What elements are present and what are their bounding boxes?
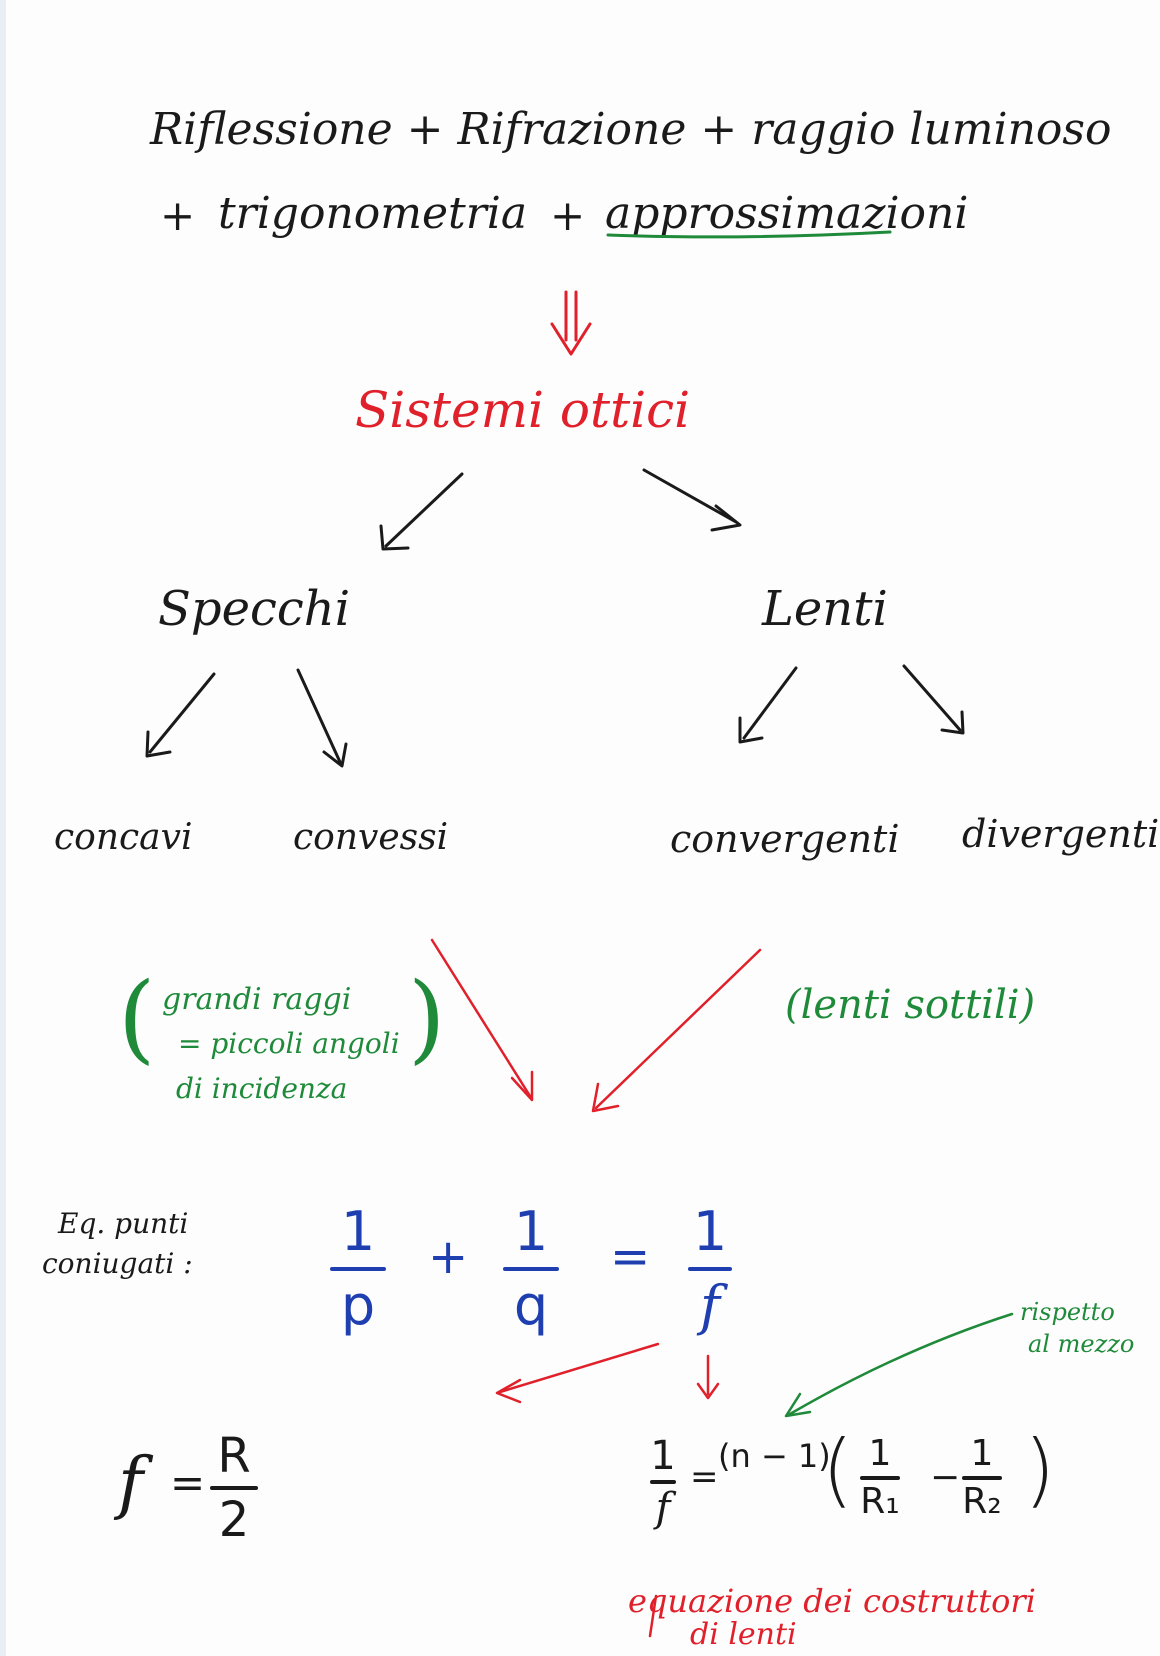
lens-formula-lhs-fraction: 1 f <box>650 1436 676 1528</box>
fraction-bar <box>650 1480 676 1484</box>
lens-formula-paren-open: ( <box>822 1423 854 1516</box>
fraction-denominator: p <box>340 1274 376 1337</box>
note-mirror-line-2: = piccoli angoli <box>178 1027 400 1060</box>
header-trigonometry: trigonometria <box>218 188 528 239</box>
fraction-denominator: f <box>655 1485 671 1531</box>
fraction-numerator: 1 <box>650 1433 676 1479</box>
note-mirror-line-1: grandi raggi <box>162 982 352 1017</box>
note-makers-line-2: di lenti <box>690 1617 797 1652</box>
fraction-bar <box>330 1267 386 1271</box>
arrow-to-mirrors <box>379 472 464 551</box>
note-mirror-paren-close: ) <box>408 962 446 1074</box>
page-edge <box>0 0 22 1656</box>
mirror-formula-fraction: R 2 <box>210 1432 258 1544</box>
mirror-formula-lhs: f <box>118 1444 144 1523</box>
note-thin-lenses: (lenti sottili) <box>785 982 1036 1028</box>
fraction-bar <box>962 1476 1002 1480</box>
leaf-converging: convergenti <box>670 817 900 861</box>
fraction-denominator: 2 <box>218 1492 250 1548</box>
header-plus-2: + <box>550 191 586 240</box>
arrow-to-converging <box>738 666 798 744</box>
fraction-bar <box>210 1486 258 1490</box>
note-medium-line-2: al mezzo <box>1028 1330 1135 1358</box>
leaf-concave: concavi <box>54 817 193 858</box>
arrow-equation-to-lens-formula <box>696 1354 720 1400</box>
note-medium-line-1: rispetto <box>1020 1298 1115 1326</box>
lens-formula-paren-close: ) <box>1024 1423 1056 1516</box>
fraction-numerator: 1 <box>340 1200 376 1263</box>
header-approximations: approssimazioni <box>605 188 969 239</box>
note-mirror-paren-open: ( <box>118 962 156 1074</box>
note-mirror-line-3: di incidenza <box>176 1072 348 1105</box>
header-plus-1: + <box>160 191 196 240</box>
arrow-equation-to-mirror-formula <box>495 1342 660 1404</box>
lens-formula-fraction-r1: 1 R₁ <box>860 1436 900 1520</box>
leaf-diverging: divergenti <box>962 812 1160 856</box>
arrow-medium-note <box>784 1312 1014 1418</box>
leaf-convex: convessi <box>293 817 449 858</box>
fraction-numerator: 1 <box>692 1200 728 1263</box>
arrow-lenses-to-equation <box>591 948 762 1113</box>
fraction-numerator: R <box>217 1428 251 1484</box>
makers-note-bracket <box>648 1594 658 1638</box>
fraction-bar <box>860 1476 900 1480</box>
arrow-to-diverging <box>902 664 965 735</box>
lens-formula-factor: (n − 1) <box>718 1437 831 1475</box>
fraction-denominator: q <box>513 1274 549 1337</box>
double-down-arrow <box>550 290 592 356</box>
equation-plus: + <box>428 1229 469 1285</box>
equation-label-line-2: coniugati : <box>42 1247 193 1280</box>
fraction-1-over-q: 1 q <box>503 1205 559 1333</box>
lens-formula-minus: − <box>930 1457 961 1498</box>
mirror-formula-equals: = <box>170 1458 206 1507</box>
fraction-bar <box>688 1267 732 1271</box>
fraction-numerator: 1 <box>970 1433 994 1474</box>
lens-formula-equals: = <box>690 1457 719 1497</box>
fraction-1-over-f: 1 f <box>688 1205 732 1333</box>
arrow-mirrors-to-equation <box>430 938 534 1102</box>
fraction-numerator: 1 <box>513 1200 549 1263</box>
fraction-numerator: 1 <box>868 1433 892 1474</box>
fraction-denominator: f <box>700 1274 720 1337</box>
arrow-to-convex <box>296 668 348 768</box>
equation-label-line-1: Eq. punti <box>58 1207 189 1240</box>
fraction-denominator: R₂ <box>962 1481 1002 1522</box>
node-lenses: Lenti <box>762 581 888 637</box>
arrow-to-lenses <box>642 468 742 532</box>
note-makers-line-1: equazione dei costruttori <box>628 1582 1036 1620</box>
node-mirrors: Specchi <box>158 581 351 637</box>
arrow-to-concave <box>145 672 216 758</box>
node-optical-systems: Sistemi ottici <box>355 381 691 439</box>
equation-equals: = <box>610 1229 651 1285</box>
fraction-bar <box>503 1267 559 1271</box>
lens-formula-fraction-r2: 1 R₂ <box>962 1436 1002 1520</box>
fraction-denominator: R₁ <box>860 1481 900 1522</box>
header-line-1: Riflessione + Rifrazione + raggio lumino… <box>150 104 1112 155</box>
fraction-1-over-p: 1 p <box>330 1205 386 1333</box>
approx-underline <box>606 230 892 239</box>
